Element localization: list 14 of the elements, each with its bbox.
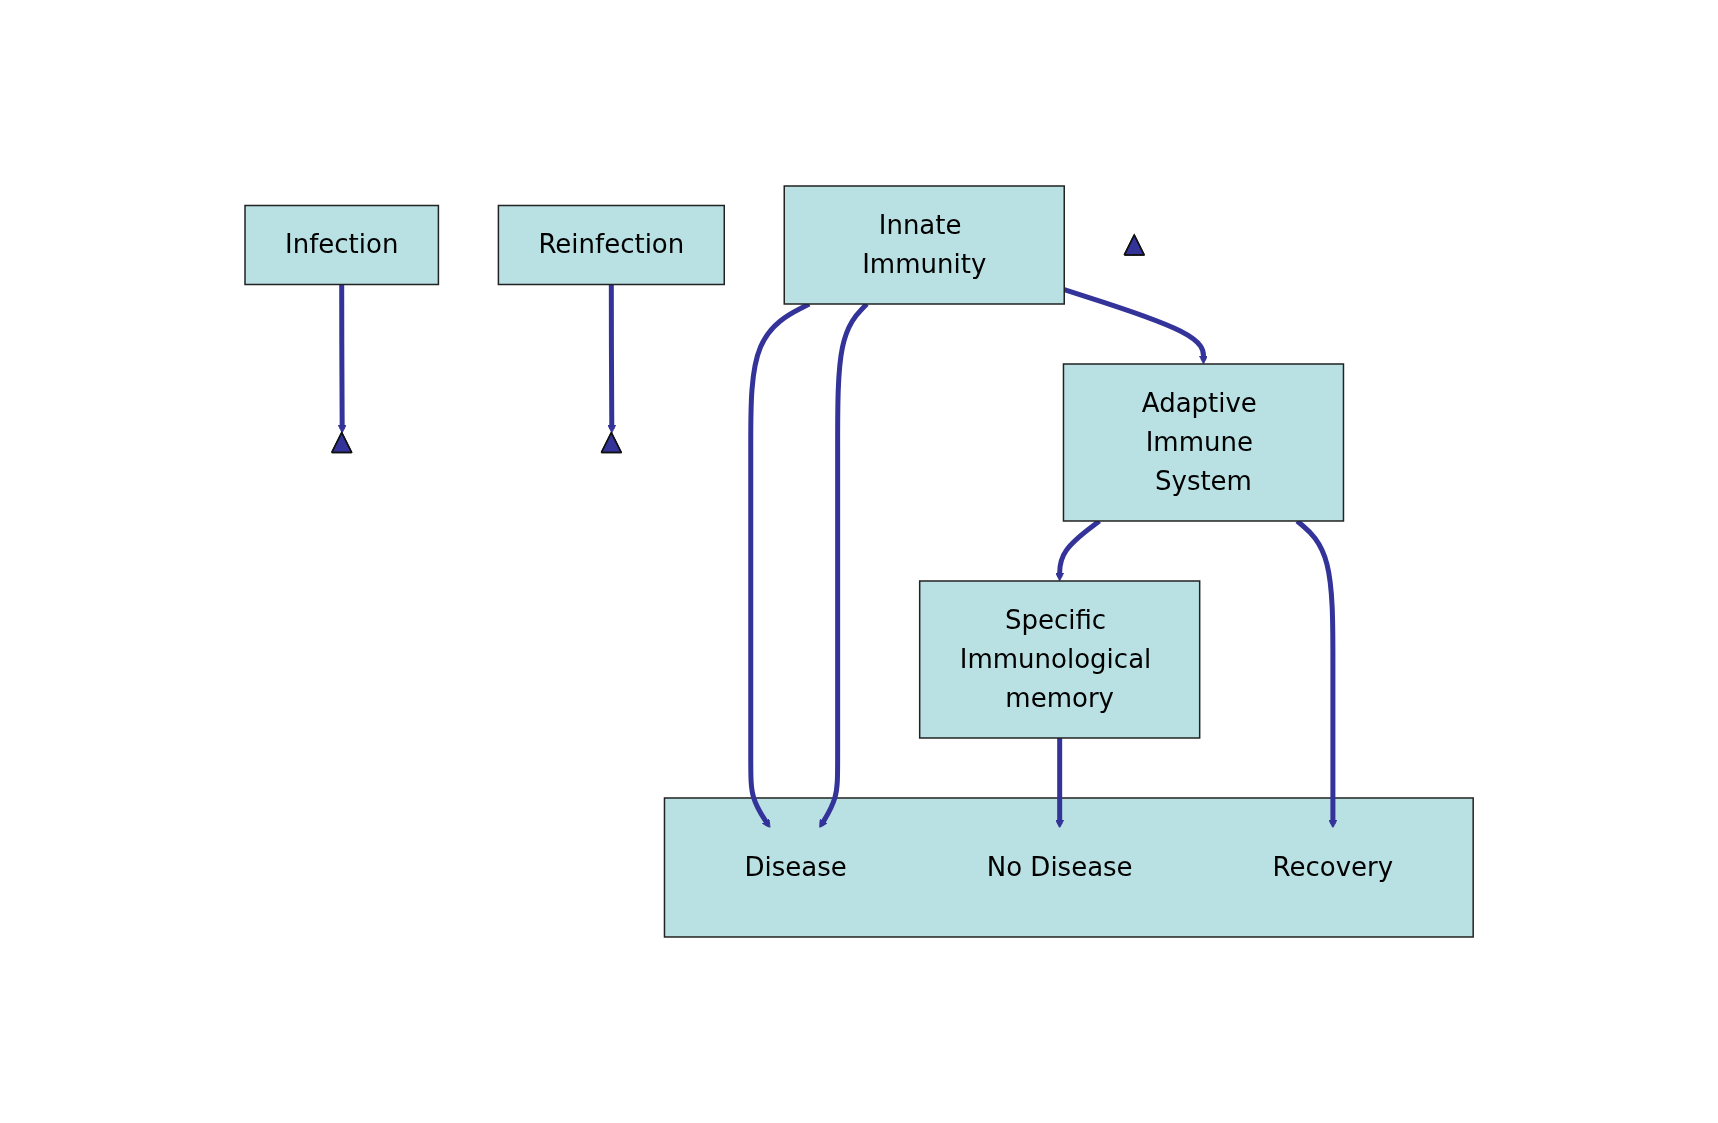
node-box: Adaptive Immune System (1062, 363, 1345, 522)
node-text: No Disease (986, 851, 1133, 882)
node-text: Recovery (1272, 851, 1394, 882)
arrow (607, 284, 617, 434)
cluster (663, 797, 1474, 938)
node-box: Innate Immunity (783, 185, 1065, 305)
node-text: Disease (744, 851, 847, 882)
node-box: Infection (244, 204, 440, 286)
node-box: Specific Immunological memory (918, 580, 1201, 739)
arrow (337, 284, 347, 434)
arrow (1055, 738, 1064, 829)
arrow (1055, 519, 1101, 582)
node-box: Reinfection (497, 204, 725, 286)
arrow (1295, 519, 1338, 829)
